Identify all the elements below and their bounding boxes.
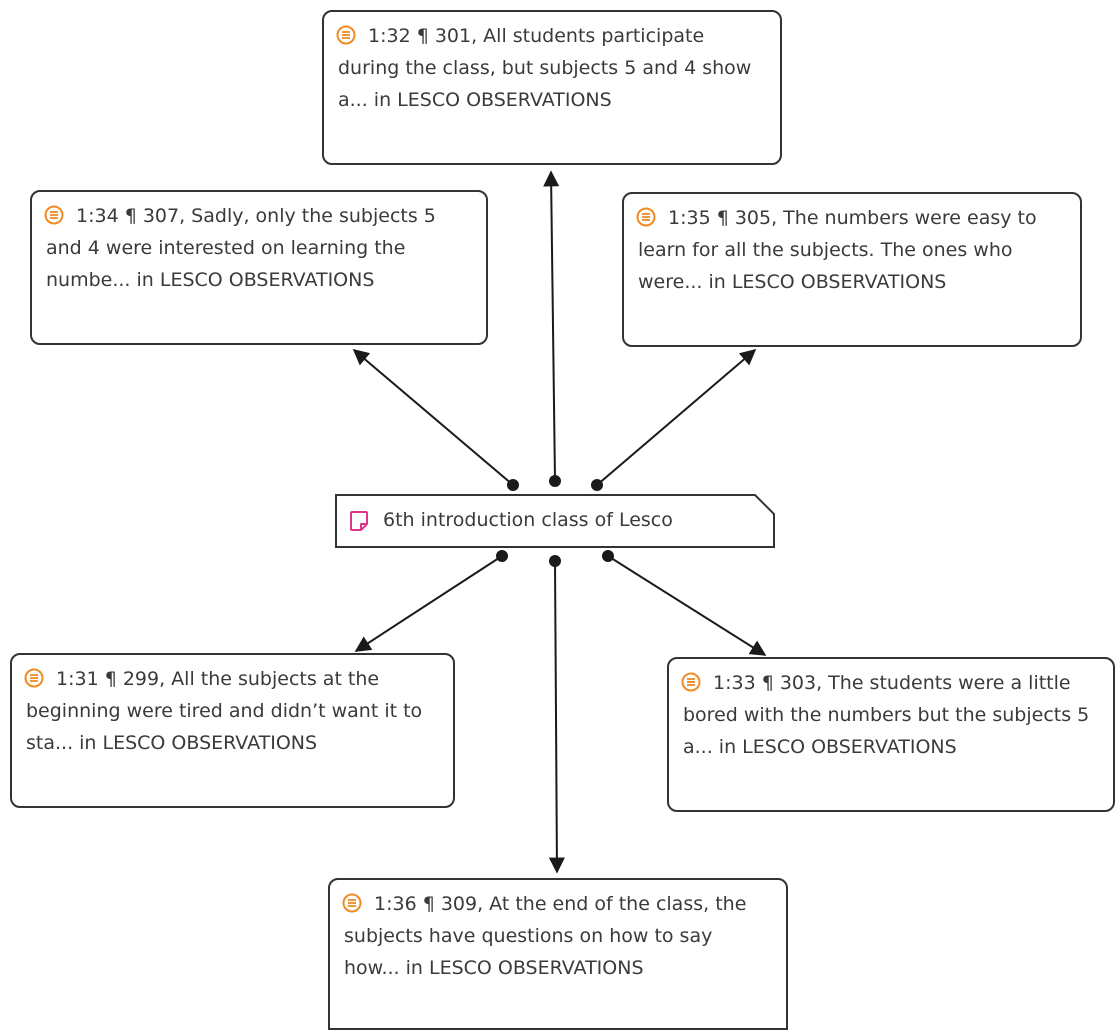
quotation-node-1-36[interactable]: 1:36 ¶ 309, At the end of the class, the… — [328, 878, 788, 1030]
memo-node[interactable]: 6th introduction class of Lesco — [335, 494, 775, 548]
memo-icon — [350, 511, 368, 531]
link-to-q1-33 — [607, 555, 767, 656]
quotation-node-1-33[interactable]: 1:33 ¶ 303, The students were a little b… — [667, 657, 1115, 812]
quotation-label: 1:31 ¶ 299, All the subjects at the begi… — [26, 668, 423, 754]
quote-icon — [342, 893, 362, 913]
memo-node-shape — [335, 494, 775, 548]
quotation-node-1-35[interactable]: 1:35 ¶ 305, The numbers were easy to lea… — [622, 192, 1082, 347]
quotation-label: 1:36 ¶ 309, At the end of the class, the… — [344, 893, 747, 979]
link-origin-dot — [507, 479, 519, 491]
quotation-label: 1:35 ¶ 305, The numbers were easy to lea… — [638, 207, 1037, 293]
link-origin-dot — [591, 479, 603, 491]
link-to-q1-31 — [354, 555, 503, 652]
link-to-q1-34 — [352, 348, 514, 486]
memo-node-label: 6th introduction class of Lesco — [383, 509, 673, 531]
quote-icon — [44, 205, 64, 225]
quote-icon — [681, 672, 701, 692]
quotation-node-1-31[interactable]: 1:31 ¶ 299, All the subjects at the begi… — [10, 653, 455, 808]
link-origin-dot — [549, 475, 561, 487]
link-to-q1-35 — [596, 348, 757, 486]
quotation-node-1-32[interactable]: 1:32 ¶ 301, All students participate dur… — [322, 10, 782, 165]
quotation-label: 1:32 ¶ 301, All students participate dur… — [338, 25, 752, 111]
quotation-label: 1:34 ¶ 307, Sadly, only the subjects 5 a… — [46, 205, 436, 291]
quote-icon — [336, 25, 356, 45]
link-to-q1-36 — [548, 560, 565, 874]
link-to-q1-32 — [543, 170, 560, 482]
link-origin-dot — [602, 550, 614, 562]
quotation-node-1-34[interactable]: 1:34 ¶ 307, Sadly, only the subjects 5 a… — [30, 190, 488, 345]
link-origin-dot — [496, 550, 508, 562]
quote-icon — [24, 668, 44, 688]
quote-icon — [636, 207, 656, 227]
quotation-label: 1:33 ¶ 303, The students were a little b… — [683, 672, 1090, 758]
link-origin-dot — [549, 555, 561, 567]
